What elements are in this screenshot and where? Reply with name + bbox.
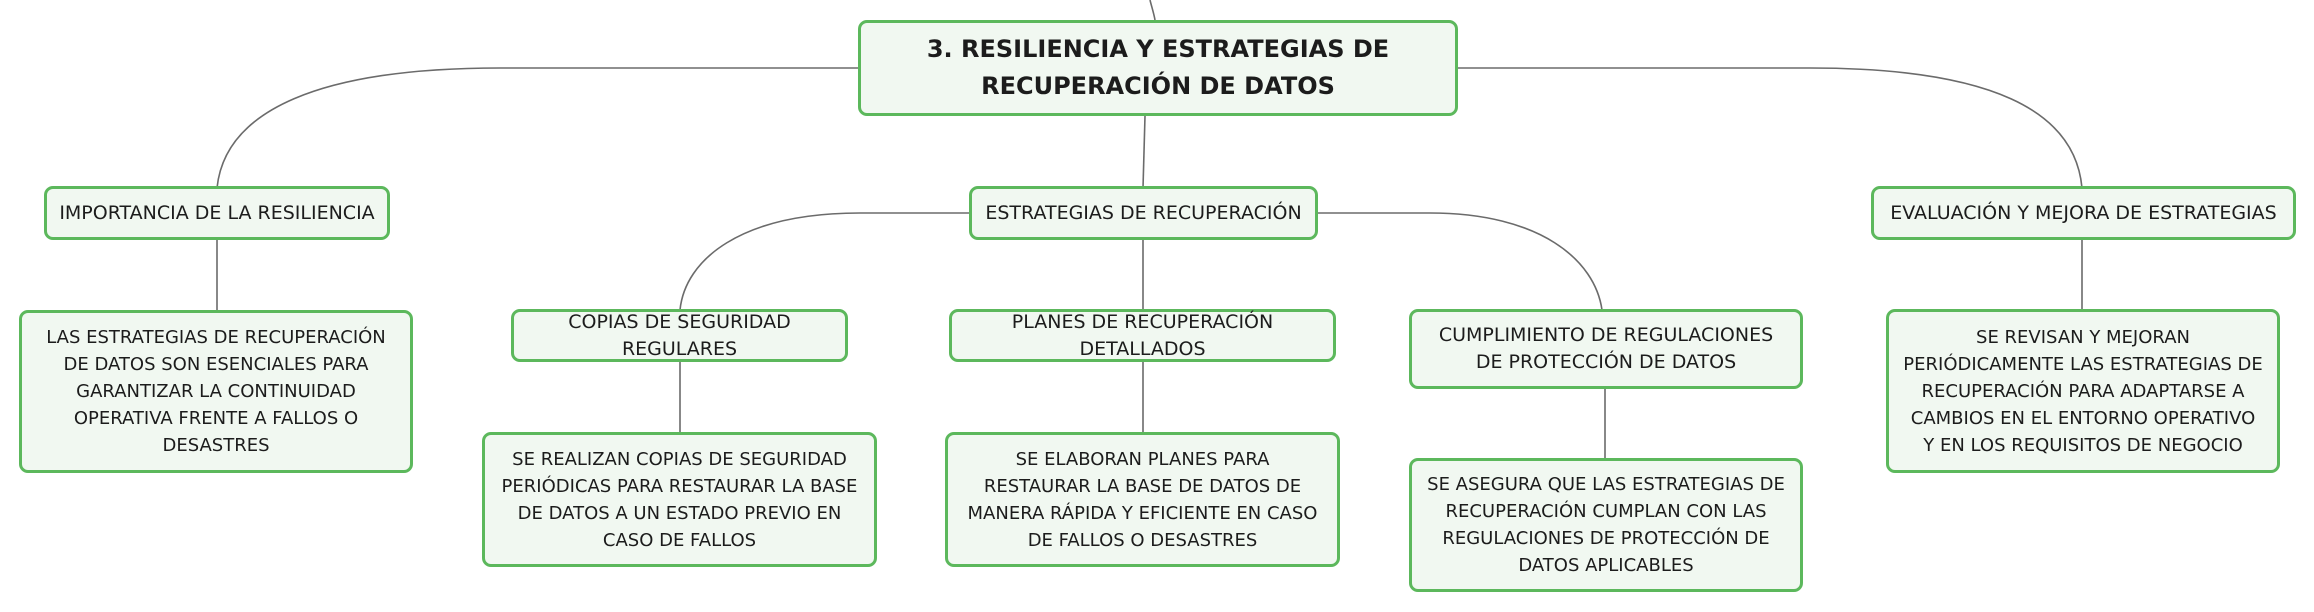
sub-copias-title: COPIAS DE SEGURIDAD REGULARES: [568, 310, 791, 360]
branch-estrategias-title: ESTRATEGIAS DE RECUPERACIÓN: [985, 201, 1302, 224]
evaluacion-detail-text: SE REVISAN Y MEJORAN PERIÓDICAMENTE LAS …: [1903, 326, 2263, 456]
connector-root-estrategias: [1142, 115, 1146, 189]
planes-detail-text: SE ELABORAN PLANES PARA RESTAURAR LA BAS…: [967, 448, 1318, 551]
connector-root-importancia: [216, 67, 860, 189]
sub-cumplimiento-title: CUMPLIMIENTO DE REGULACIONES DE PROTECCI…: [1438, 324, 1774, 373]
branch-importancia-node[interactable]: IMPORTANCIA DE LA RESILIENCIA: [44, 186, 390, 240]
cumplimiento-detail-node[interactable]: SE ASEGURA QUE LAS ESTRATEGIAS DE RECUPE…: [1409, 458, 1803, 592]
planes-detail-node[interactable]: SE ELABORAN PLANES PARA RESTAURAR LA BAS…: [945, 432, 1340, 567]
branch-importancia-title: IMPORTANCIA DE LA RESILIENCIA: [59, 201, 375, 224]
root-topic-node[interactable]: 3. RESILIENCIA Y ESTRATEGIAS DE RECUPERA…: [858, 20, 1458, 116]
branch-estrategias-node[interactable]: ESTRATEGIAS DE RECUPERACIÓN: [969, 186, 1318, 240]
connector-estrategias-cumplimiento: [1317, 212, 1603, 311]
sub-copias-node[interactable]: COPIAS DE SEGURIDAD REGULARES: [511, 309, 848, 362]
sub-planes-node[interactable]: PLANES DE RECUPERACIÓN DETALLADOS: [949, 309, 1336, 362]
copias-detail-text: SE REALIZAN COPIAS DE SEGURIDAD PERIÓDIC…: [501, 448, 858, 551]
importancia-detail-node[interactable]: LAS ESTRATEGIAS DE RECUPERACIÓN DE DATOS…: [19, 310, 413, 473]
branch-evaluacion-title: EVALUACIÓN Y MEJORA DE ESTRATEGIAS: [1890, 201, 2277, 224]
copias-detail-node[interactable]: SE REALIZAN COPIAS DE SEGURIDAD PERIÓDIC…: [482, 432, 877, 567]
sub-planes-title: PLANES DE RECUPERACIÓN DETALLADOS: [1011, 310, 1274, 360]
evaluacion-detail-node[interactable]: SE REVISAN Y MEJORAN PERIÓDICAMENTE LAS …: [1886, 309, 2280, 473]
root-topic-title: 3. RESILIENCIA Y ESTRATEGIAS DE RECUPERA…: [926, 35, 1390, 100]
connector-estrategias-copias: [679, 212, 970, 311]
branch-evaluacion-node[interactable]: EVALUACIÓN Y MEJORA DE ESTRATEGIAS: [1871, 186, 2296, 240]
importancia-detail-text: LAS ESTRATEGIAS DE RECUPERACIÓN DE DATOS…: [46, 327, 386, 456]
cumplimiento-detail-text: SE ASEGURA QUE LAS ESTRATEGIAS DE RECUPE…: [1427, 474, 1785, 576]
connector-parent-root: [1149, 0, 1156, 21]
connector-root-evaluacion: [1457, 67, 2083, 189]
sub-cumplimiento-node[interactable]: CUMPLIMIENTO DE REGULACIONES DE PROTECCI…: [1409, 309, 1803, 389]
